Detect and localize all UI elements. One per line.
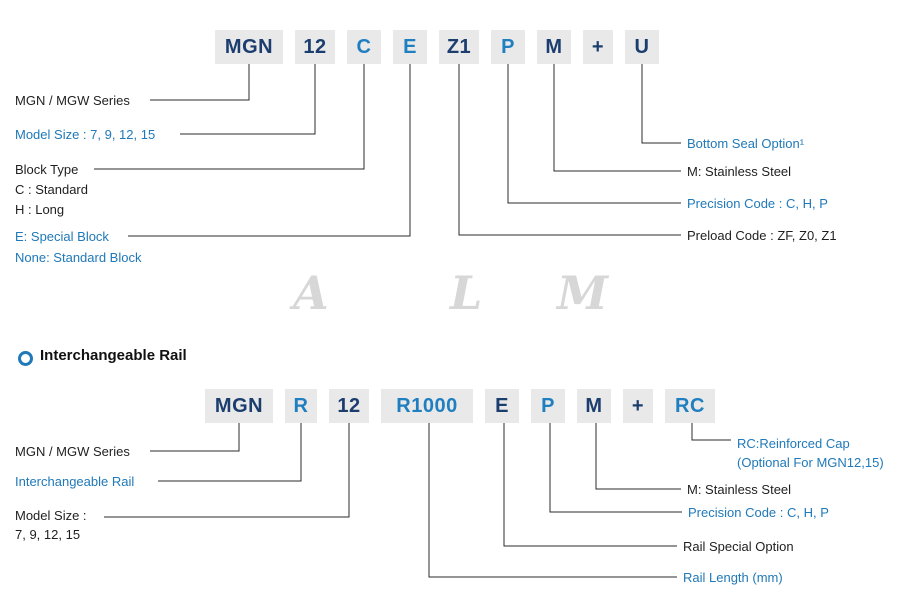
label-preload: Preload Code : ZF, Z0, Z1 xyxy=(687,228,837,243)
label-series-bottom: MGN / MGW Series xyxy=(15,444,130,459)
label-block-type-standard: C : Standard xyxy=(15,182,88,197)
label-reinforced-cap-1: RC:Reinforced Cap xyxy=(737,436,850,451)
top-seg-precision: P xyxy=(491,30,525,64)
bottom-seg-cap: RC xyxy=(665,389,715,423)
watermark-letter-m: M xyxy=(557,266,608,320)
top-seg-plus: + xyxy=(583,30,613,64)
label-interchangeable-rail: Interchangeable Rail xyxy=(15,474,135,489)
bottom-model-code: MGN R 12 R1000 E P M + RC xyxy=(205,389,715,423)
top-seg-stainless: M xyxy=(537,30,571,64)
bottom-seg-rail-option: E xyxy=(485,389,519,423)
top-seg-series: MGN xyxy=(215,30,283,64)
label-series-top: MGN / MGW Series xyxy=(15,93,130,108)
label-rail-special: Rail Special Option xyxy=(683,539,794,554)
bottom-seg-series: MGN xyxy=(205,389,273,423)
label-rail-length: Rail Length (mm) xyxy=(683,570,783,585)
watermark-letter-l: L xyxy=(450,266,483,320)
section-bullet-icon xyxy=(18,351,33,366)
label-model-size-top: Model Size : 7, 9, 12, 15 xyxy=(15,127,156,142)
label-precision-top: Precision Code : C, H, P xyxy=(687,196,828,211)
top-seg-special-block: E xyxy=(393,30,427,64)
bottom-seg-plus: + xyxy=(623,389,653,423)
label-model-size-bottom-1: Model Size : xyxy=(15,508,87,523)
top-seg-size: 12 xyxy=(295,30,335,64)
top-seg-preload: Z1 xyxy=(439,30,479,64)
label-block-type-long: H : Long xyxy=(15,202,65,217)
label-special-block: E: Special Block xyxy=(15,229,109,244)
top-seg-block-type: C xyxy=(347,30,381,64)
bottom-seg-stainless: M xyxy=(577,389,611,423)
label-standard-block: None: Standard Block xyxy=(15,250,142,265)
label-stainless-top: M: Stainless Steel xyxy=(687,164,792,179)
top-seg-seal: U xyxy=(625,30,659,64)
bottom-seg-precision: P xyxy=(531,389,565,423)
top-model-code: MGN 12 C E Z1 P M + U xyxy=(215,30,659,64)
bottom-seg-rail-length: R1000 xyxy=(381,389,473,423)
label-precision-bottom: Precision Code : C, H, P xyxy=(688,505,829,520)
label-bottom-seal: Bottom Seal Option¹ xyxy=(687,136,805,151)
bottom-seg-interchangeable: R xyxy=(285,389,317,423)
watermark-letter-a: A xyxy=(293,266,329,320)
label-stainless-bottom: M: Stainless Steel xyxy=(687,482,792,497)
label-reinforced-cap-2: (Optional For MGN12,15) xyxy=(737,455,884,470)
section-title: Interchangeable Rail xyxy=(40,347,187,364)
label-block-type-title: Block Type xyxy=(15,162,79,177)
bottom-seg-size: 12 xyxy=(329,389,369,423)
label-model-size-bottom-2: 7, 9, 12, 15 xyxy=(15,527,81,542)
